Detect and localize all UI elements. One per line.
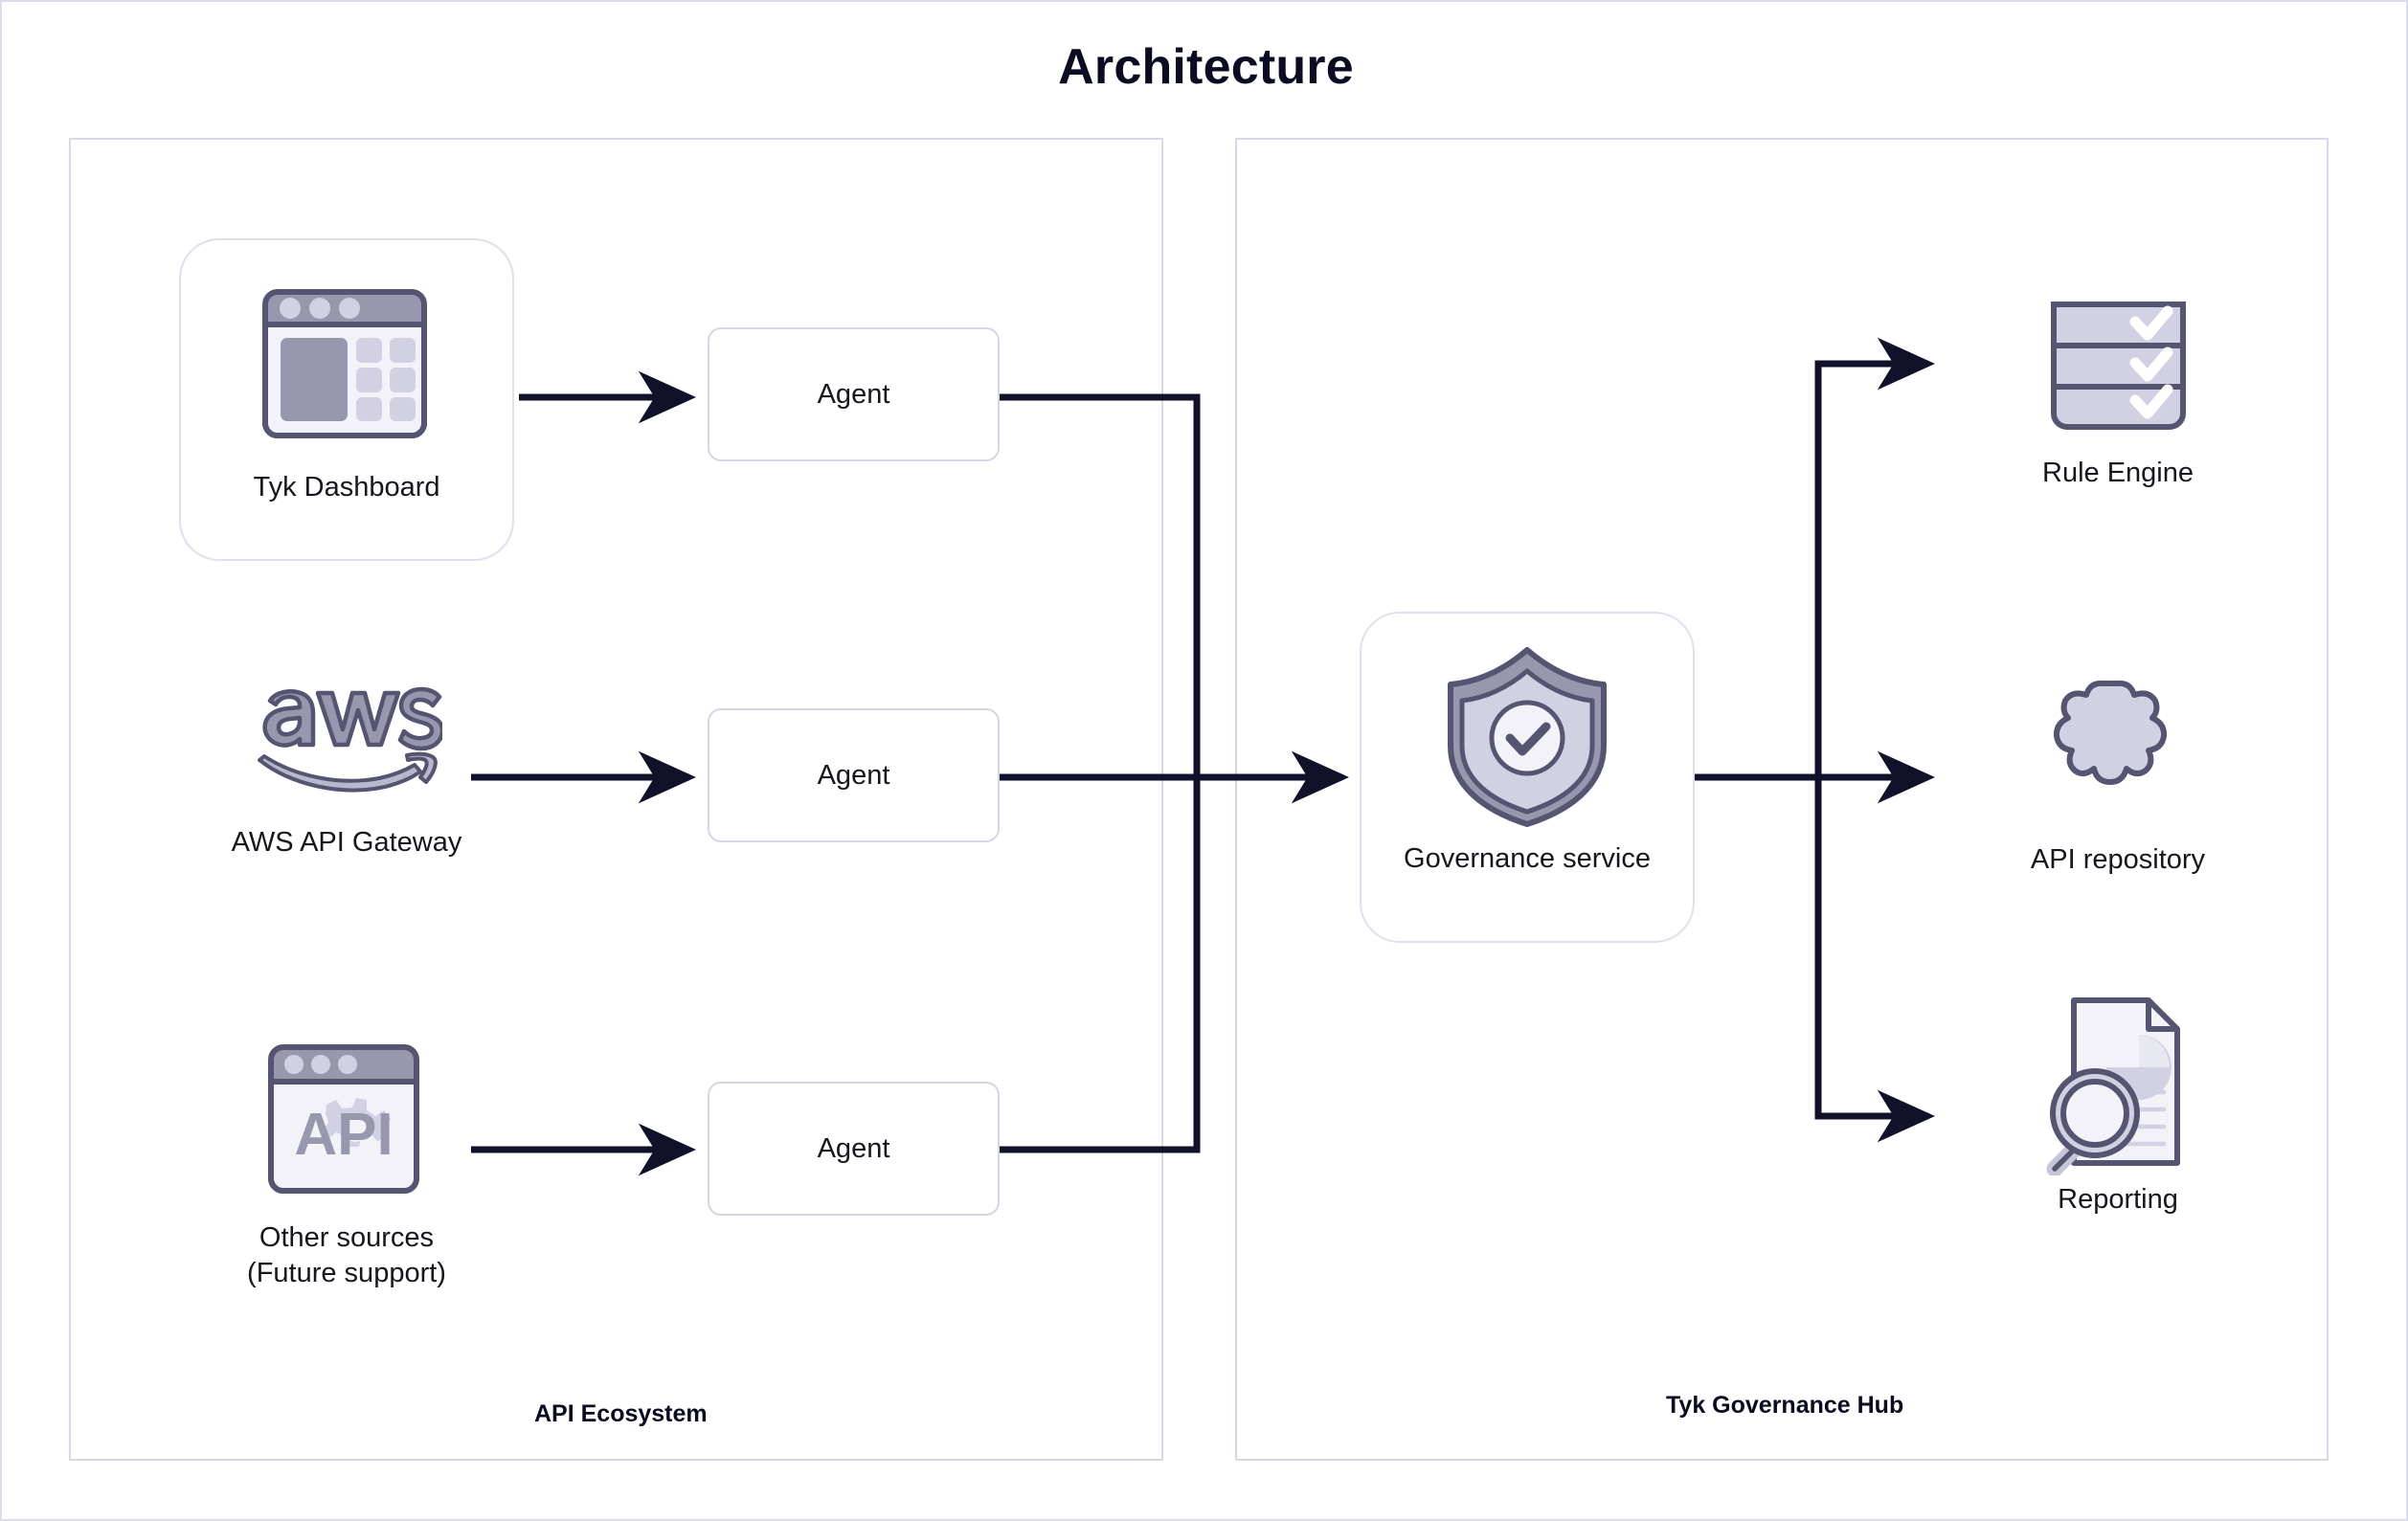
checklist-rows-icon <box>1969 272 2266 452</box>
browser-api-icon: API <box>179 1034 514 1204</box>
agent-label-2: Agent <box>817 759 890 791</box>
svg-text:API: API <box>294 1102 393 1168</box>
report-magnifier-icon <box>1969 986 2266 1177</box>
node-tyk-dashboard[interactable]: Tyk Dashboard <box>179 238 514 561</box>
node-governance-service[interactable]: Governance service <box>1360 612 1695 943</box>
agent-label-3: Agent <box>817 1132 890 1164</box>
node-label-aws-api-gateway: AWS API Gateway <box>231 827 462 858</box>
shield-check-icon <box>1362 642 1693 829</box>
node-label-rule-engine: Rule Engine <box>2042 458 2194 488</box>
gear-icon <box>1969 662 2266 839</box>
aws-logo-icon <box>179 672 514 806</box>
node-other-sources[interactable]: API Other sources (Future support) <box>179 1034 514 1321</box>
agent-box-1[interactable]: Agent <box>708 327 1000 461</box>
node-label-tyk-dashboard: Tyk Dashboard <box>253 472 440 503</box>
node-api-repository[interactable]: API repository <box>1969 662 2266 897</box>
node-label-other-sources: Other sources (Future support) <box>247 1222 446 1289</box>
browser-dashboard-icon <box>181 271 512 458</box>
node-reporting[interactable]: Reporting <box>1969 986 2266 1235</box>
node-label-reporting: Reporting <box>2058 1184 2178 1215</box>
node-label-api-repository: API repository <box>2030 844 2206 875</box>
container-tyk-governance-hub <box>1235 138 2329 1461</box>
container-label-tyk-governance-hub: Tyk Governance Hub <box>1666 1392 1904 1419</box>
container-label-api-ecosystem: API Ecosystem <box>534 1400 708 1427</box>
agent-box-3[interactable]: Agent <box>708 1082 1000 1216</box>
agent-label-1: Agent <box>817 378 890 410</box>
node-rule-engine[interactable]: Rule Engine <box>1969 272 2266 502</box>
node-aws-api-gateway[interactable]: AWS API Gateway <box>179 672 514 892</box>
page-title: Architecture <box>1058 39 1354 95</box>
agent-box-2[interactable]: Agent <box>708 708 1000 842</box>
node-label-governance-service: Governance service <box>1404 843 1651 874</box>
